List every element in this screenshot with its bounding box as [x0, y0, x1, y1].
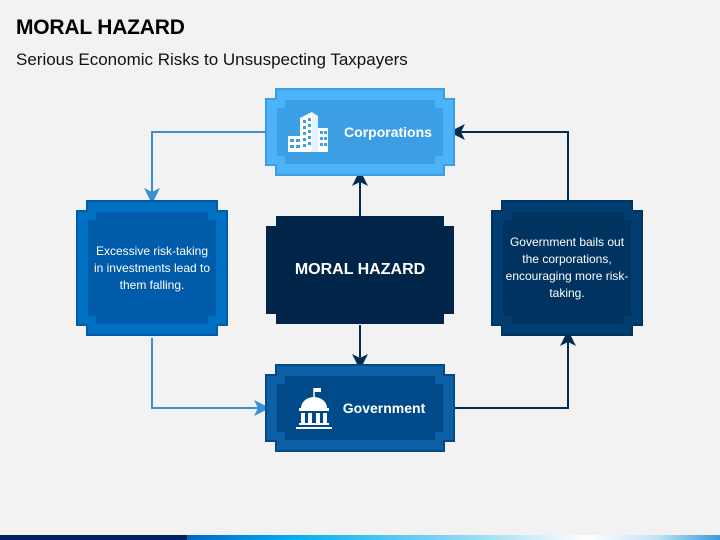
- slide-subtitle: Serious Economic Risks to Unsuspecting T…: [16, 50, 408, 69]
- left-description-text: Excessive risk-taking in investments lea…: [93, 243, 211, 292]
- center-node[interactable]: MORAL HAZARD: [266, 216, 454, 324]
- footer-bar: [0, 535, 720, 540]
- right-description-node[interactable]: Government bails out the corporations, e…: [491, 200, 643, 336]
- right-description-text: Government bails out the corporations, e…: [505, 235, 629, 300]
- corporations-label: Corporations: [344, 124, 432, 140]
- corporations-node[interactable]: Corporations: [265, 88, 455, 176]
- left-description-node[interactable]: Excessive risk-taking in investments lea…: [76, 200, 228, 336]
- government-node[interactable]: Government: [265, 364, 455, 452]
- slide-title: MORAL HAZARD: [16, 16, 185, 39]
- government-building-icon: [295, 386, 333, 430]
- government-label: Government: [342, 400, 426, 416]
- arrow-right-to-corporations: [449, 124, 569, 200]
- arrow-government-to-right: [455, 330, 576, 409]
- center-label: MORAL HAZARD: [294, 261, 426, 278]
- office-building-icon: [288, 110, 334, 154]
- arrow-corporations-to-left: [144, 131, 265, 204]
- arrow-left-to-government: [151, 338, 270, 416]
